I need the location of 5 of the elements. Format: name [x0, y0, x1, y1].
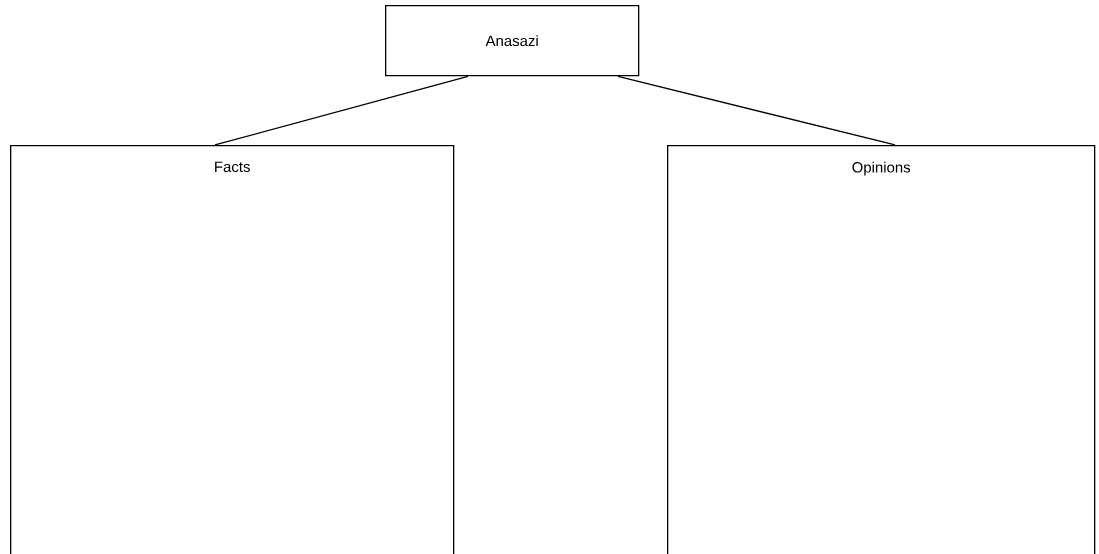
column-box: Facts: [10, 145, 455, 554]
title-box: Anasazi: [385, 5, 640, 77]
connector-line: [214, 75, 469, 146]
connector-line: [617, 75, 896, 146]
column-box: Opinions: [667, 145, 1096, 554]
